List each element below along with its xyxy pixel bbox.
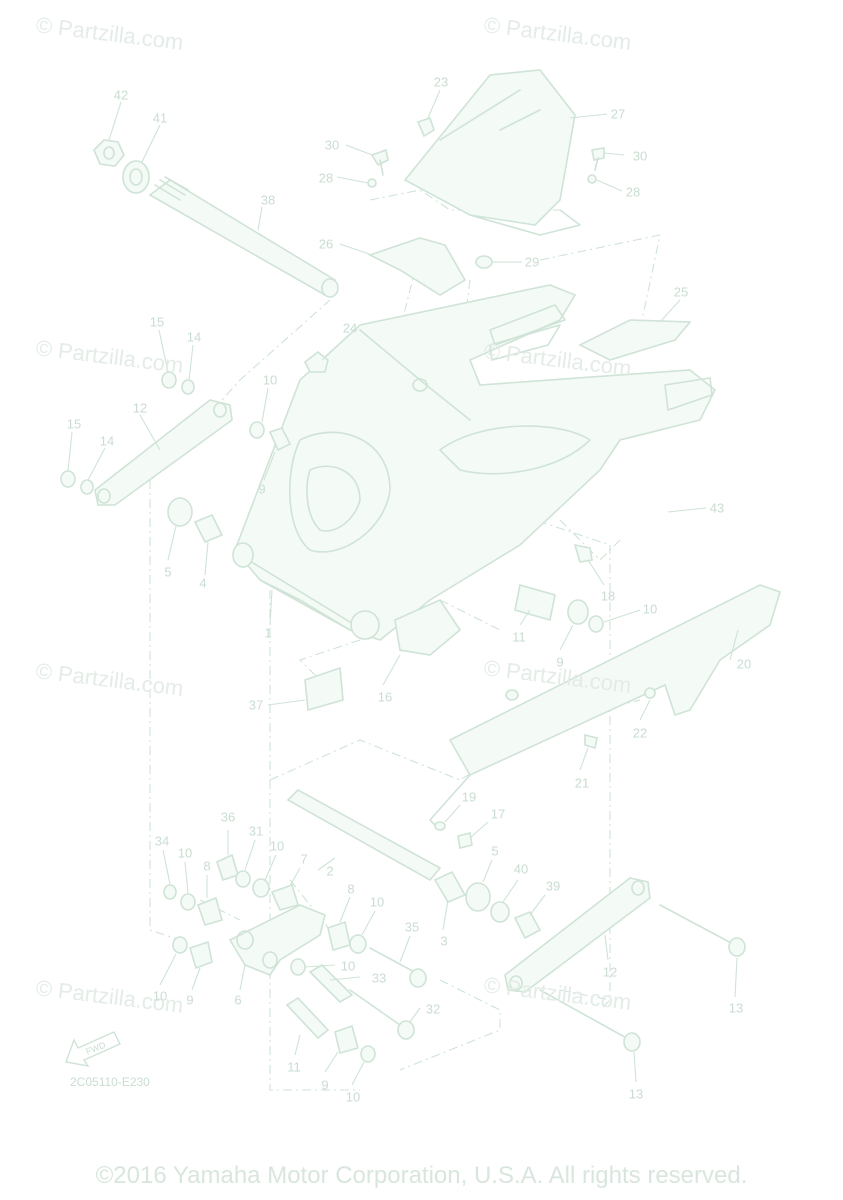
callout-9: 9 [186,992,194,1008]
callout-10: 10 [177,845,193,861]
washer-41 [122,160,150,194]
callout-1: 1 [264,625,272,641]
callout-5: 5 [491,843,499,859]
swing-arm-body [232,284,717,641]
callout-15: 15 [149,314,165,330]
callout-15: 15 [66,416,82,432]
callout-20: 20 [736,656,752,672]
callout-18: 18 [600,588,616,604]
relay-arm-6 [228,904,326,976]
callout-10: 10 [340,958,356,974]
clip-24 [303,350,329,373]
callout-16: 16 [377,689,393,705]
forward-arrow-icon: FWD [64,1030,124,1075]
callout-37: 37 [248,697,264,713]
callout-29: 29 [524,254,540,270]
callout-10: 10 [269,838,285,854]
callout-6: 6 [234,992,242,1008]
callout-28: 28 [318,170,334,186]
callout-11: 11 [287,1059,301,1075]
callout-10: 10 [152,988,168,1004]
callout-13: 13 [728,1000,744,1016]
callout-40: 40 [513,861,529,877]
callout-26: 26 [318,236,334,252]
callout-9: 9 [258,481,266,497]
fasteners-mid [304,543,656,849]
pivot-shaft [148,176,339,298]
callout-10: 10 [262,372,278,388]
callout-3: 3 [440,933,448,949]
callout-17: 17 [490,806,506,822]
callout-19: 19 [461,789,477,805]
callout-31: 31 [248,823,264,839]
callout-10: 10 [369,894,385,910]
callout-4: 4 [199,575,207,591]
small-fasteners-top [367,116,605,269]
diagram-code: 2C05110-E230 [70,1075,150,1089]
callout-9: 9 [556,654,564,670]
callout-41: 41 [152,110,168,126]
callout-42: 42 [113,87,129,103]
callout-14: 14 [99,433,115,449]
callout-12: 12 [132,400,148,416]
callout-38: 38 [260,192,276,208]
nuts-washers-left [60,371,292,544]
callout-36: 36 [220,809,236,825]
collars-11 [285,963,354,1040]
chain-guide-25 [578,319,692,361]
callout-27: 27 [610,106,626,122]
callout-7: 7 [300,851,308,867]
copyright-notice: ©2016 Yamaha Motor Corporation, U.S.A. A… [95,1162,748,1189]
link-12-left [94,399,233,506]
callout-14: 14 [186,329,202,345]
rear-fender [403,69,581,236]
callout-25: 25 [673,284,689,300]
link-12-right [504,877,651,993]
callout-10: 10 [345,1089,361,1105]
nut-42 [93,139,125,167]
callout-12: 12 [602,964,618,980]
callout-33: 33 [371,970,387,986]
callout-22: 22 [632,725,648,741]
callout-30: 30 [324,137,340,153]
callout-23: 23 [433,74,449,90]
callout-32: 32 [425,1001,441,1017]
callout-28: 28 [625,184,641,200]
cover-26 [367,237,467,296]
callout-8: 8 [203,858,211,874]
callout-2: 2 [326,863,334,879]
shaft-2 [286,789,442,882]
callout-21: 21 [574,775,590,791]
callout-9: 9 [321,1077,329,1093]
callout-8: 8 [347,881,355,897]
callout-35: 35 [404,919,420,935]
callout-5: 5 [164,564,172,580]
callout-24: 24 [342,320,358,336]
callout-39: 39 [545,878,561,894]
bushings-lower [163,853,542,1063]
callout-13: 13 [628,1086,644,1102]
bolts-lower [349,904,746,1052]
callout-30: 30 [632,148,648,164]
leader-lines [67,89,739,1086]
callout-11: 11 [512,629,526,645]
callout-34: 34 [154,833,170,849]
callout-10: 10 [642,601,658,617]
callout-43: 43 [709,500,725,516]
